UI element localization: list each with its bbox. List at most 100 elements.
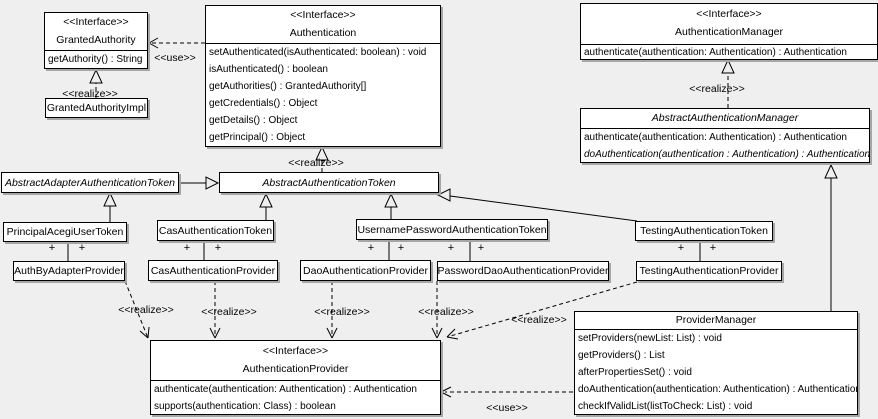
class-name: DaoAuthenticationProvider	[303, 264, 428, 277]
class-header: AbstractAuthenticationManager	[581, 109, 869, 128]
class-abstract-authentication-token[interactable]: AbstractAuthenticationToken	[219, 172, 439, 193]
class-name: Authentication	[289, 27, 357, 39]
class-password-dao-authentication-provider[interactable]: PasswordDaoAuthenticationProvider	[437, 261, 609, 281]
method-row: getAuthority() : String	[48, 54, 143, 65]
open-arrow-icon	[148, 37, 159, 49]
triangle-arrow-icon	[205, 176, 220, 190]
method-row: getCredentials() : Object	[209, 98, 318, 109]
class-authentication[interactable]: <<Interface>> Authentication setAuthenti…	[205, 5, 441, 147]
class-name: AuthenticationProvider	[242, 363, 349, 375]
class-name: AbstractAuthenticationManager	[651, 112, 799, 124]
method-row: authenticate(authentication: Authenticat…	[584, 47, 847, 58]
method-row: authenticate(authentication: Authenticat…	[584, 132, 847, 143]
realize-label: <<realize>>	[689, 83, 744, 95]
triangle-arrow-icon	[89, 68, 103, 84]
class-header: <<Interface>> GrantedAuthority	[45, 13, 147, 50]
class-header: <<Interface>> Authentication	[206, 6, 440, 43]
class-username-password-authentication-token[interactable]: UsernamePasswordAuthenticationToken	[356, 219, 548, 240]
class-name: AuthenticationManager	[675, 26, 783, 38]
triangle-arrow-icon	[384, 192, 398, 208]
method-row: checkIfValidList(listToCheck: List) : vo…	[578, 401, 753, 412]
method-compartment: getAuthority() : String	[45, 50, 147, 68]
class-testing-authentication-token[interactable]: TestingAuthenticationToken	[635, 221, 773, 241]
method-row: authenticate(authentication: Authenticat…	[154, 384, 417, 395]
triangle-arrow-icon	[259, 192, 273, 208]
class-header: <<Interface>> AuthenticationManager	[581, 4, 877, 44]
stereotype-label: <<Interface>>	[63, 16, 129, 28]
class-name: TestingAuthenticationToken	[640, 225, 768, 237]
method-compartment: authenticate(authentication: Authenticat…	[151, 380, 440, 414]
open-arrow-icon	[446, 328, 459, 340]
stereotype-label: <<Interface>>	[290, 9, 356, 21]
triangle-arrow-icon	[315, 145, 329, 161]
class-abstract-authentication-manager[interactable]: AbstractAuthenticationManager authentica…	[580, 108, 870, 163]
plus-adornment: +	[184, 242, 190, 254]
class-cas-authentication-provider[interactable]: CasAuthenticationProvider	[148, 260, 278, 281]
plus-adornment: +	[79, 242, 85, 254]
open-arrow-icon	[139, 326, 150, 339]
open-arrow-icon	[440, 386, 452, 398]
class-header: <<Interface>> AuthenticationProvider	[151, 341, 440, 380]
realize-label: <<realize>>	[511, 314, 566, 326]
class-name: TestingAuthenticationProvider	[639, 265, 779, 277]
class-name: GrantedAuthority	[56, 34, 136, 46]
realize-label: <<realize>>	[288, 157, 343, 169]
method-row: getProviders() : List	[578, 350, 665, 361]
method-row: getAuthorities() : GrantedAuthority[]	[209, 81, 367, 92]
class-authentication-provider[interactable]: <<Interface>> AuthenticationProvider aut…	[150, 340, 441, 415]
plus-adornment: +	[398, 242, 404, 254]
plus-adornment: +	[478, 242, 484, 254]
method-row: isAuthenticated() : boolean	[209, 64, 328, 75]
open-arrow-icon	[431, 327, 443, 339]
class-name: CasAuthenticationProvider	[150, 264, 276, 277]
method-compartment: setAuthenticated(isAuthenticated: boolea…	[206, 43, 440, 146]
realize-label: <<realize>>	[201, 306, 256, 318]
plus-adornment: +	[678, 242, 684, 254]
class-name: AbstractAuthenticationToken	[262, 176, 396, 189]
open-arrow-icon	[209, 327, 221, 339]
method-row: doAuthentication(authentication : Authen…	[584, 149, 869, 160]
class-abstract-adapter-authentication-token[interactable]: AbstractAdapterAuthenticationToken	[1, 172, 179, 193]
method-row: getPrincipal() : Object	[209, 132, 306, 143]
realize-label: <<realize>>	[314, 306, 369, 318]
method-compartment: authenticate(authentication: Authenticat…	[581, 44, 877, 59]
class-authentication-manager[interactable]: <<Interface>> AuthenticationManager auth…	[580, 3, 878, 60]
class-principal-acegi-user-token[interactable]: PrincipalAcegiUserToken	[3, 222, 127, 242]
class-name: AuthByAdapterProvider	[14, 265, 124, 277]
stereotype-label: <<Interface>>	[262, 345, 329, 357]
class-testing-authentication-provider[interactable]: TestingAuthenticationProvider	[636, 261, 782, 281]
class-name: CasAuthenticationToken	[158, 224, 273, 237]
method-compartment: setProviders(newList: List) : void getPr…	[575, 329, 857, 414]
method-row: setProviders(newList: List) : void	[578, 333, 722, 344]
method-row: doAuthentication(authentication: Authent…	[578, 384, 857, 395]
open-arrow-icon	[326, 327, 338, 339]
class-header: ProviderManager	[575, 312, 857, 329]
use-label: <<use>>	[154, 52, 195, 64]
triangle-arrow-icon	[436, 188, 451, 202]
realize-label: <<realize>>	[62, 88, 117, 100]
triangle-arrow-icon	[103, 191, 117, 207]
class-granted-authority[interactable]: <<Interface>> GrantedAuthority getAuthor…	[44, 12, 148, 69]
class-cas-authentication-token[interactable]: CasAuthenticationToken	[157, 220, 274, 241]
class-name: PrincipalAcegiUserToken	[6, 226, 124, 238]
class-name: PasswordDaoAuthenticationProvider	[437, 265, 609, 277]
class-dao-authentication-provider[interactable]: DaoAuthenticationProvider	[300, 260, 431, 281]
class-provider-manager[interactable]: ProviderManager setProviders(newList: Li…	[574, 311, 858, 415]
realize-label: <<realize>>	[118, 304, 173, 316]
realize-edge-testingprovider	[446, 281, 638, 338]
use-label: <<use>>	[486, 402, 527, 414]
triangle-arrow-icon	[824, 163, 838, 179]
method-row: afterPropertiesSet() : void	[578, 367, 692, 378]
plus-adornment: +	[215, 242, 221, 254]
realize-edge-authbyadapterprovider	[124, 280, 149, 339]
plus-adornment: +	[448, 242, 454, 254]
class-name: UsernamePasswordAuthenticationToken	[357, 223, 547, 236]
class-auth-by-adapter-provider[interactable]: AuthByAdapterProvider	[13, 261, 125, 281]
method-row: getDetails() : Object	[209, 115, 298, 126]
class-granted-authority-impl[interactable]: GrantedAuthorityImpl	[45, 98, 148, 118]
generalize-edge-testingtoken	[449, 195, 638, 222]
realize-label: <<realize>>	[418, 306, 473, 318]
method-row: setAuthenticated(isAuthenticated: boolea…	[209, 47, 427, 58]
